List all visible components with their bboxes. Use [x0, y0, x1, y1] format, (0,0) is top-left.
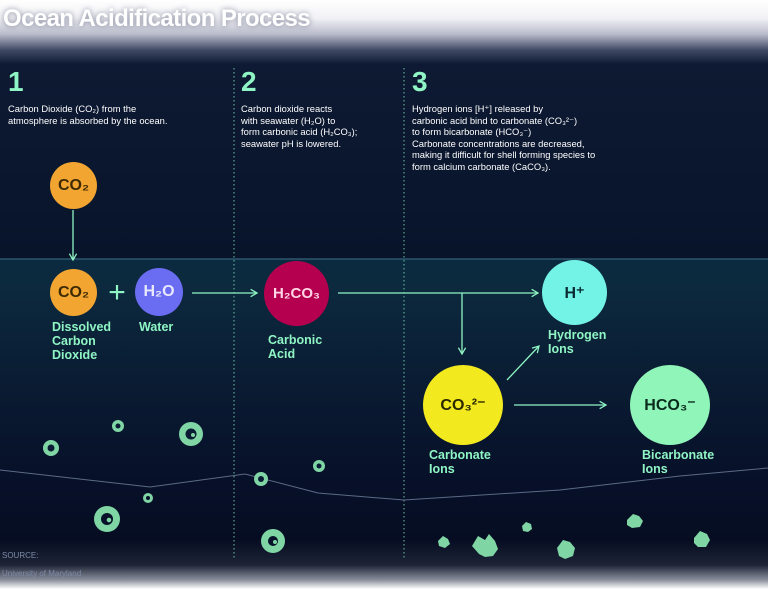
step-1-number: 1 — [8, 66, 24, 97]
molecule-formula: H₂CO₃ — [273, 285, 320, 302]
co2-atmosphere-molecule: CO₂ — [50, 162, 97, 209]
bicarbonate-ion: HCO₃⁻ — [630, 365, 710, 445]
step-3-number: 3 — [412, 66, 428, 97]
shell-icon — [261, 529, 285, 553]
molecule-formula: H₂O — [143, 283, 175, 300]
label-water: Water — [139, 320, 174, 334]
shell-icon — [43, 440, 59, 456]
shell-icon — [254, 472, 268, 486]
shell-icon — [179, 422, 203, 446]
co2-dissolved-molecule: CO₂ — [50, 269, 97, 316]
shell-icon — [143, 493, 153, 503]
label-carbonic-acid: Carbonic Acid — [268, 333, 323, 361]
shell-fragment-icon — [522, 522, 532, 532]
label-bicarbonate-ions: Bicarbonate Ions — [642, 448, 715, 476]
molecule-formula: CO₃²⁻ — [440, 397, 486, 414]
shell-fragment-icon — [557, 540, 575, 559]
step-1-text: Carbon Dioxide (CO₂) from the atmosphere… — [8, 103, 168, 126]
shell-icon — [94, 506, 120, 532]
shell-fragment-icon — [627, 514, 643, 528]
shell-fragment-icon — [438, 536, 450, 548]
shell-icon — [112, 420, 124, 432]
label-dissolved-co2: Dissolved Carbon Dioxide — [52, 320, 112, 362]
carbonic-acid-molecule: H₂CO₃ — [264, 261, 329, 326]
plus-sign: + — [108, 276, 126, 309]
step-2-number: 2 — [241, 66, 257, 97]
source-heading: SOURCE: — [2, 551, 39, 560]
hydrogen-ion: H⁺ — [542, 260, 607, 325]
step-2-text: Carbon dioxide reacts with seawater (H₂O… — [241, 103, 358, 149]
carbonate-ion: CO₃²⁻ — [423, 365, 503, 445]
molecule-formula: H⁺ — [564, 284, 585, 302]
step-3-text: Hydrogen ions [H⁺] released by carbonic … — [412, 103, 596, 172]
label-carbonate-ions: Carbonate Ions — [429, 448, 491, 476]
source-name: University of Maryland — [2, 569, 82, 578]
molecule-formula: CO₂ — [57, 283, 90, 301]
molecule-formula: CO₂ — [57, 176, 90, 194]
water-molecule: H₂O — [135, 268, 183, 316]
page-title: Ocean Acidification Process — [3, 5, 311, 32]
healthy-shells — [43, 420, 325, 553]
arrow-bind — [506, 345, 540, 381]
dissolving-shells — [438, 514, 710, 559]
label-hydrogen-ions: Hydrogen Ions — [548, 328, 607, 356]
shell-fragment-icon — [694, 531, 710, 547]
shell-fragment-icon — [472, 534, 498, 557]
sea-floor-line — [0, 467, 768, 501]
molecule-formula: HCO₃⁻ — [644, 397, 696, 414]
shell-icon — [313, 460, 325, 472]
